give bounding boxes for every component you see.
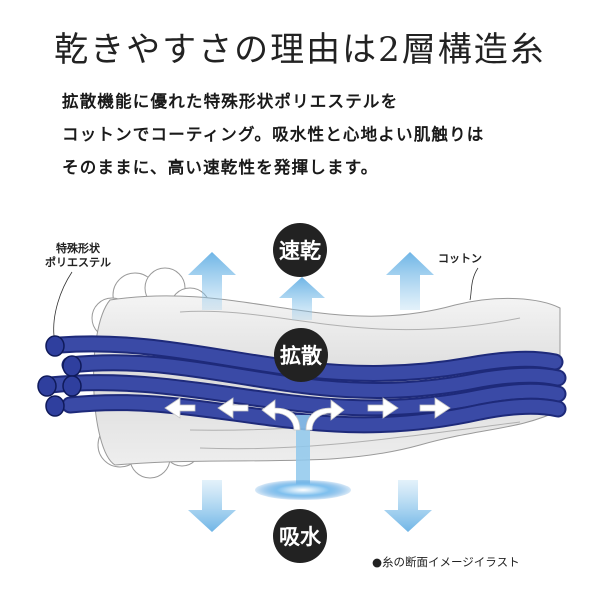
badge-quick-dry: 速乾 — [273, 223, 327, 277]
evaporation-arrows — [188, 252, 434, 320]
description-line-1: 拡散機能に優れた特殊形状ポリエステルを — [62, 92, 399, 111]
arrow-left-1 — [164, 397, 196, 419]
description-line-2: コットンでコーティング。吸水性と心地よい肌触りは — [62, 125, 485, 144]
polyester-fibers — [41, 335, 567, 434]
page-title: 乾きやすさの理由は2層構造糸 — [54, 30, 546, 70]
arrow-right-1 — [367, 397, 399, 419]
description-line-3: そのままに、高い速乾性を発揮します。 — [62, 158, 379, 177]
arrow-right-2 — [419, 397, 451, 419]
yarn-cross-section-diagram: 速乾 拡散 吸水 特殊形状 ポリエステル コットン ●糸の断面イメージイラスト — [37, 223, 567, 569]
svg-text:吸水: 吸水 — [279, 525, 322, 549]
arrow-curve-right — [305, 399, 345, 431]
water-pool — [255, 480, 351, 500]
absorption-arrows — [188, 480, 432, 532]
up-arrow-left — [188, 252, 236, 310]
svg-text:拡散: 拡散 — [280, 344, 322, 368]
down-arrow-left — [188, 480, 236, 532]
diagram-caption: ●糸の断面イメージイラスト — [372, 555, 520, 569]
diffusion-arrows — [164, 397, 451, 431]
badge-absorption: 吸水 — [273, 509, 327, 563]
arrow-left-2 — [217, 397, 249, 419]
polyester-leader-line — [53, 271, 73, 337]
svg-text:速乾: 速乾 — [279, 239, 321, 263]
down-arrow-right — [384, 480, 432, 532]
up-arrow-right — [386, 252, 434, 310]
arrow-curve-left — [261, 399, 301, 431]
description: 拡散機能に優れた特殊形状ポリエステルを コットンでコーティング。吸水性と心地よい… — [62, 92, 582, 191]
polyester-label-line-1: 特殊形状 — [56, 241, 101, 255]
up-arrow-center — [279, 277, 325, 320]
polyester-fiber-ends — [37, 335, 82, 417]
badge-diffusion: 拡散 — [274, 328, 328, 382]
cotton-label: コットン — [438, 252, 482, 265]
water-column — [296, 415, 310, 490]
cotton-leader-line — [469, 267, 479, 301]
polyester-label-line-2: ポリエステル — [45, 255, 111, 269]
